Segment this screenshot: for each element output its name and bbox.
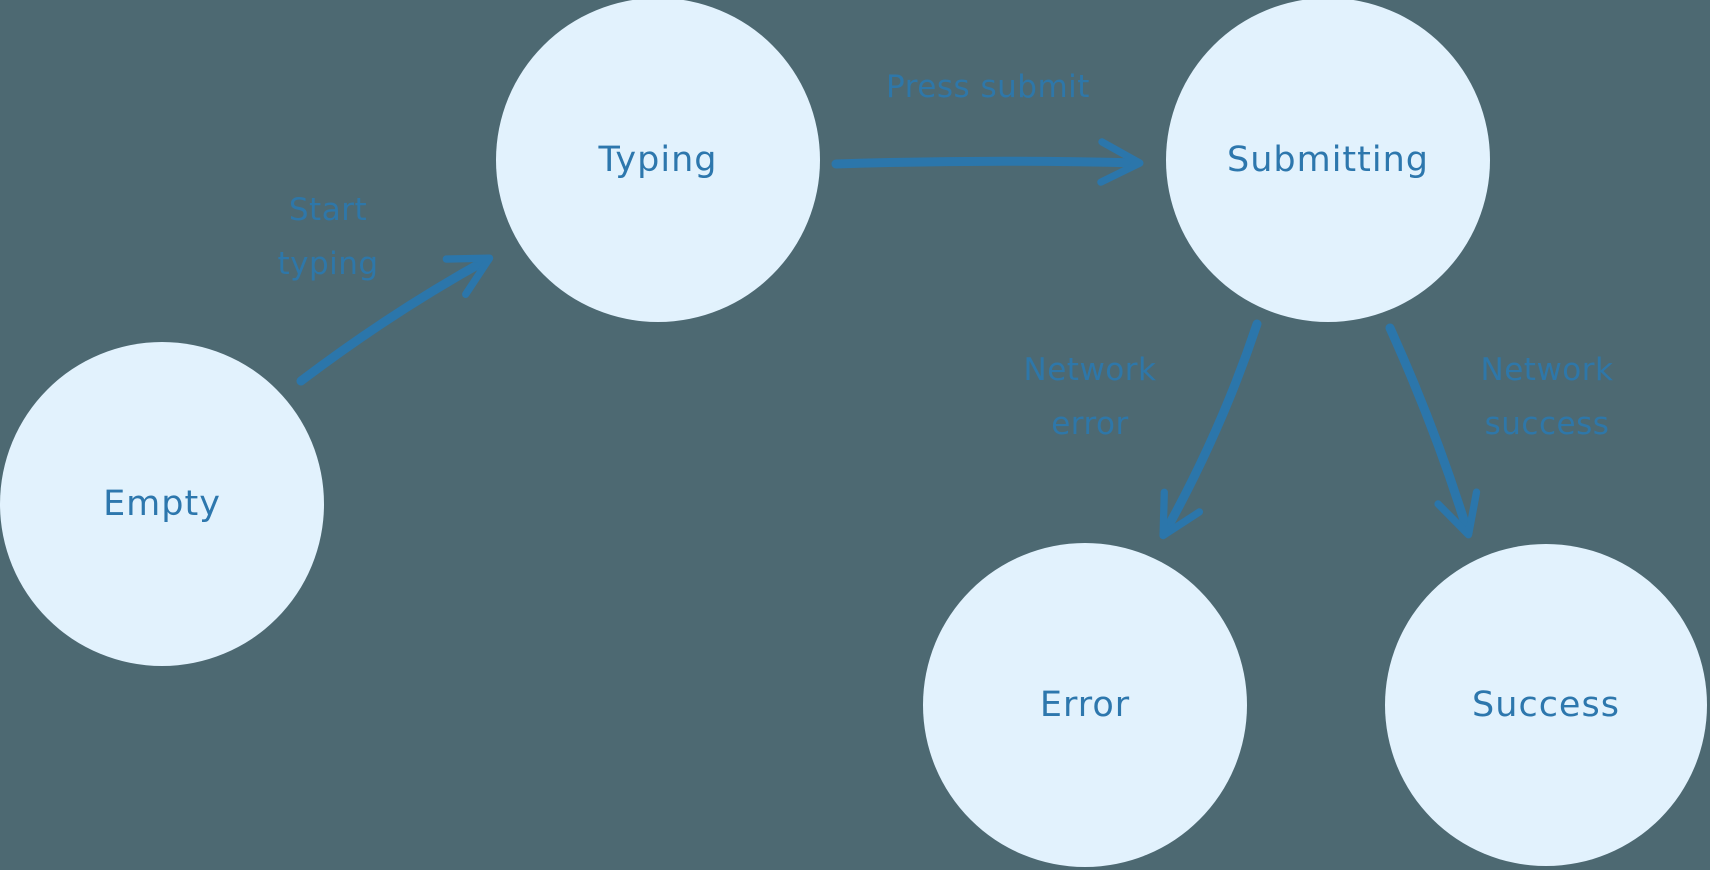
- transition-label-line: Network: [1023, 352, 1157, 388]
- transition-label-line: error: [1051, 406, 1129, 442]
- arrow-empty-to-typing: [296, 254, 494, 386]
- state-label-submitting: Submitting: [1226, 140, 1429, 180]
- transition-label-press-submit: Press submit: [828, 60, 1148, 114]
- state-label-typing: Typing: [598, 140, 718, 180]
- state-node-empty: Empty: [0, 342, 324, 666]
- state-node-success: Success: [1385, 544, 1707, 866]
- state-node-submitting: Submitting: [1166, 0, 1490, 322]
- transition-label-line: success: [1484, 406, 1610, 442]
- transition-label-network-error: Network error: [980, 343, 1200, 451]
- state-label-success: Success: [1472, 685, 1620, 725]
- arrow-submitting-to-success: [1385, 323, 1481, 539]
- state-node-error: Error: [923, 543, 1247, 867]
- transition-label-line: Start: [288, 192, 368, 228]
- transition-label-network-success: Network success: [1437, 343, 1657, 451]
- state-label-error: Error: [1039, 685, 1131, 725]
- arrow-typing-to-submitting: [831, 138, 1144, 186]
- transition-label-line: Network: [1480, 352, 1614, 388]
- transition-label-line: typing: [277, 246, 379, 282]
- state-label-empty: Empty: [103, 484, 221, 524]
- transition-label-start-typing: Start typing: [218, 183, 438, 291]
- transition-label-line: Press submit: [886, 69, 1090, 105]
- state-node-typing: Typing: [496, 0, 820, 322]
- arrow-submitting-to-error: [1159, 319, 1262, 540]
